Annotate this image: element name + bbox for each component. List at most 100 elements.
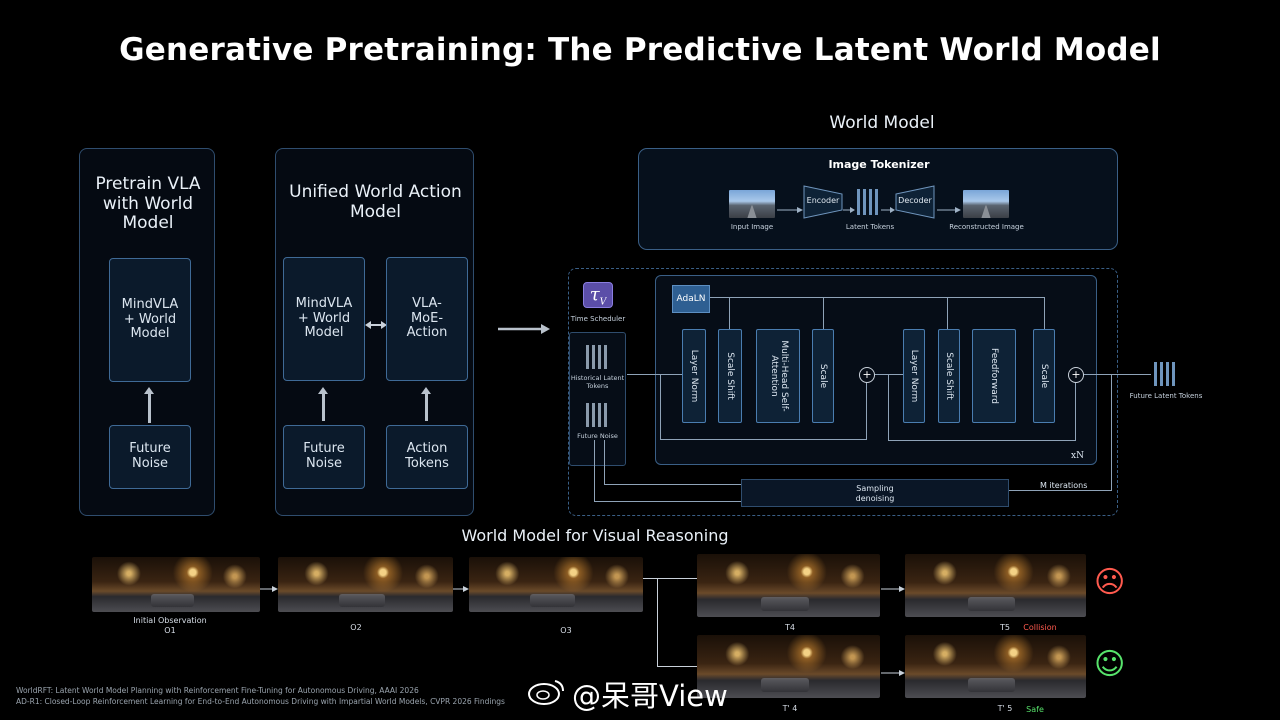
noise-token: [598, 403, 601, 427]
tau-symbol: τ: [589, 284, 600, 305]
latent-tokens-label: Latent Tokens: [845, 223, 895, 231]
latent-token: [857, 189, 860, 215]
future-noise-box: Future Noise: [283, 425, 365, 489]
historical-token: [598, 345, 601, 369]
world-model-heading: World Model: [829, 113, 935, 133]
weibo-logo-icon: [527, 675, 567, 707]
right-arrow-icon: [498, 320, 550, 334]
input-tokens-box: [569, 332, 626, 466]
adaln-box: AdaLN: [672, 285, 710, 313]
latent-token: [869, 189, 872, 215]
prediction-t4-image: [697, 554, 880, 617]
scale-shift-1: Scale Shift: [718, 329, 742, 423]
observation-o2-label: O2: [350, 623, 362, 632]
connector-line: [627, 374, 687, 375]
connector-line: [710, 297, 1045, 298]
feedforward: Feedforward: [972, 329, 1016, 423]
collision-label: Collision: [1023, 623, 1057, 632]
historical-token: [592, 345, 595, 369]
prediction-t5-label: T5: [1000, 623, 1010, 632]
iterations-label: M iterations: [1040, 481, 1088, 490]
reconstructed-image-label: Reconstructed Image: [949, 223, 1024, 231]
reconstructed-image: [963, 190, 1009, 218]
connector-line: [594, 440, 595, 502]
prediction-t5-image: [905, 554, 1086, 617]
historical-token: [604, 345, 607, 369]
connector-line: [729, 297, 730, 329]
references: WorldRFT: Latent World Model Planning wi…: [16, 685, 505, 707]
branch-line: [643, 578, 697, 579]
unified-panel: Unified World Action Model MindVLA + Wor…: [275, 148, 474, 516]
connector-line: [947, 297, 948, 329]
sampling-box: Sampling denoising: [741, 479, 1009, 507]
prediction-t4-prime-image: [697, 635, 880, 698]
time-scheduler-box: τV: [583, 282, 613, 308]
observation-o2-image: [278, 557, 453, 612]
scale-2: Scale: [1033, 329, 1055, 423]
observation-o1-label: Initial Observation O1: [133, 616, 207, 635]
arrow-stem: [425, 393, 428, 421]
noise-token: [586, 403, 589, 427]
connector-line: [604, 440, 605, 484]
historical-tokens-label: Historical Latent Tokens: [570, 374, 625, 390]
transformer-panel: [568, 268, 1118, 516]
image-tokenizer-title: Image Tokenizer: [828, 158, 930, 171]
encoder-shape: [803, 185, 843, 219]
decoder-shape: [895, 185, 935, 219]
prediction-t5-prime-image: [905, 635, 1086, 698]
latent-token: [875, 189, 878, 215]
plus-icon: +: [859, 367, 875, 383]
mindvla-world-model-box: MindVLA + World Model: [283, 257, 365, 381]
reasoning-heading: World Model for Visual Reasoning: [461, 526, 729, 545]
safe-label: Safe: [1026, 705, 1044, 714]
repeat-label: xN: [1071, 451, 1084, 461]
layer-norm-2: Layer Norm: [903, 329, 925, 423]
output-token: [1172, 362, 1175, 386]
future-noise-label: Future Noise: [577, 432, 618, 440]
watermark-text: @呆哥View: [572, 679, 728, 713]
connector-line: [1044, 297, 1045, 329]
observation-o1-image: [92, 557, 260, 612]
output-token: [1160, 362, 1163, 386]
denoising-label: denoising: [855, 494, 895, 503]
decoder-label: Decoder: [898, 196, 932, 205]
branch-line: [657, 578, 658, 666]
input-image: [729, 190, 775, 218]
connector-line: [888, 374, 889, 440]
connector-line: [594, 501, 742, 502]
noise-token: [592, 403, 595, 427]
arrow-right-icon: [937, 199, 961, 213]
action-tokens-box: Action Tokens: [386, 425, 468, 489]
mindvla-world-model-box: MindVLA + World Model: [109, 258, 191, 382]
arrow-right-icon: [843, 199, 855, 213]
prediction-t4-prime-label: T' 4: [782, 704, 798, 713]
image-tokenizer-panel: Image Tokenizer Input Image Encoder Late…: [638, 148, 1118, 250]
connector-line: [888, 440, 1076, 441]
input-image-label: Input Image: [730, 223, 774, 231]
bidirectional-arrow-icon: [365, 315, 387, 329]
prediction-t4-label: T4: [785, 623, 795, 632]
connector-line: [1083, 374, 1151, 375]
layer-norm-1: Layer Norm: [682, 329, 706, 423]
arrow-stem: [148, 393, 151, 423]
page-title: Generative Pretraining: The Predictive L…: [119, 32, 1161, 68]
connector-line: [1008, 490, 1112, 491]
connector-line: [604, 484, 742, 485]
arrow-up-icon: [421, 387, 431, 394]
reference-1: WorldRFT: Latent World Model Planning wi…: [16, 686, 419, 695]
tau-subscript: V: [599, 297, 607, 308]
connector-line: [1075, 381, 1076, 441]
arrow-right-icon: [453, 578, 469, 592]
arrow-up-icon: [144, 387, 154, 394]
arrow-right-icon: [881, 662, 905, 676]
output-token: [1166, 362, 1169, 386]
connector-line: [660, 439, 867, 440]
multi-head-attention: Multi-Head Self-Attention: [756, 329, 800, 423]
happy-face-icon: ☺: [1094, 647, 1126, 682]
arrow-right-icon: [881, 578, 905, 592]
arrow-right-icon: [777, 199, 803, 213]
connector-line: [1111, 374, 1112, 490]
pretrain-panel: Pretrain VLA with World Model MindVLA + …: [79, 148, 215, 516]
future-noise-box: Future Noise: [109, 425, 191, 489]
arrow-right-icon: [260, 578, 278, 592]
